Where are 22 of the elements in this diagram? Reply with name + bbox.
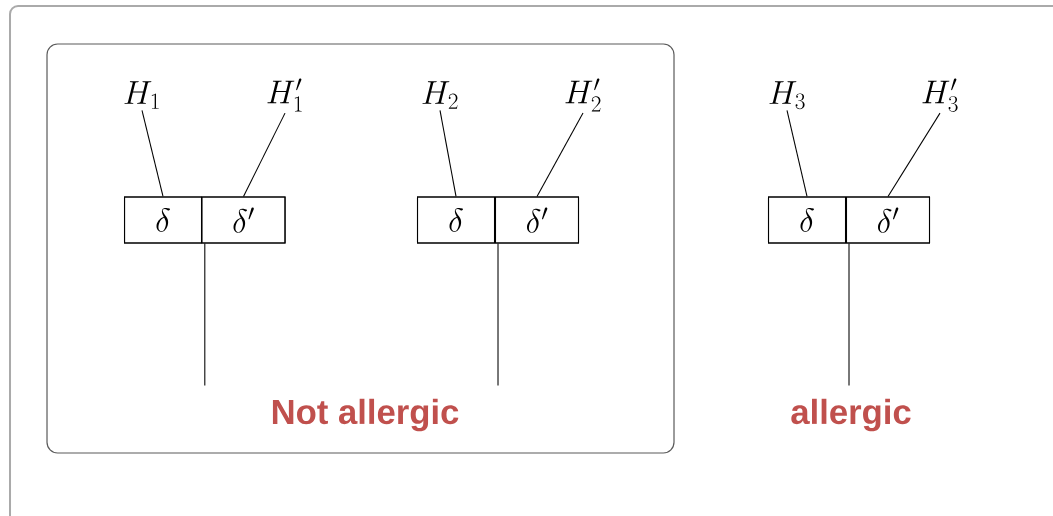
table-cell: $\delta$ — [767, 196, 847, 244]
math-label: $H'_3$ — [922, 78, 958, 112]
table-cell: $\delta'$ — [494, 196, 580, 244]
table-cell: $\delta$ — [123, 196, 203, 244]
connector-line — [887, 112, 941, 197]
table-cell: $\delta$ — [416, 196, 496, 244]
math-label: $H'_1$ — [267, 78, 302, 112]
math-label: $H'_2$ — [565, 78, 601, 112]
connector-line — [204, 243, 206, 387]
connector-line — [786, 109, 808, 197]
connector-line — [536, 112, 584, 197]
math-label: $H_1$ — [124, 81, 159, 109]
math-label: $H_3$ — [769, 81, 805, 110]
connector-line — [848, 243, 850, 387]
table-cell: $\delta'$ — [201, 196, 286, 244]
group-label: allergic — [791, 398, 911, 432]
math-label: $H_2$ — [422, 81, 458, 109]
connector-line — [497, 243, 499, 387]
connector-line — [439, 109, 457, 197]
table-cell: $\delta'$ — [845, 196, 931, 244]
connector-line — [242, 112, 286, 197]
connector-line — [141, 109, 164, 197]
